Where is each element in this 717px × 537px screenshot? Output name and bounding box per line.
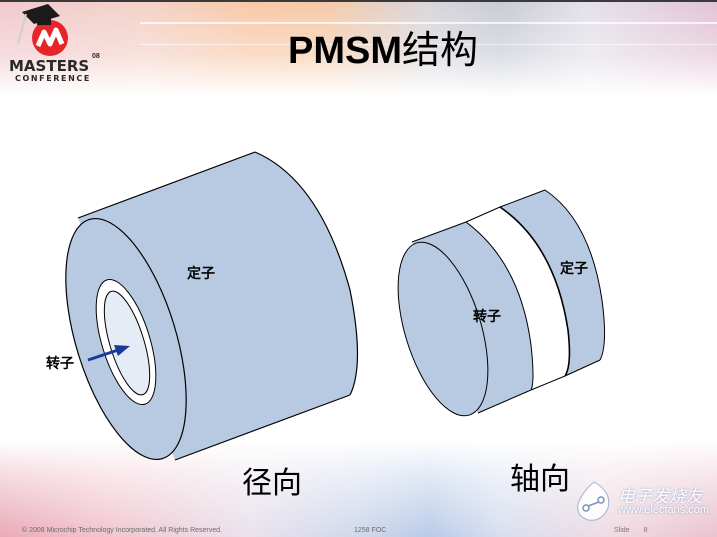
radial-stator-label: 定子 — [187, 266, 215, 282]
slide-title: PMSM结构 — [288, 28, 478, 73]
radial-motor-diagram — [65, 151, 359, 461]
slide-number: Slide 8 — [614, 527, 647, 534]
slide-number-value: 8 — [643, 527, 648, 534]
title-latin: PMSM — [288, 30, 402, 72]
masters-conference-logo: MASTERS 08 CONFERENCE — [4, 4, 104, 84]
course-code: 1258 FOC — [354, 527, 387, 534]
top-border — [0, 0, 717, 2]
axial-stator-label: 定子 — [560, 261, 588, 277]
watermark-url: www.elecfans.com — [618, 504, 710, 516]
logo-subtitle: CONFERENCE — [15, 74, 91, 83]
axial-caption: 轴向 — [510, 462, 570, 497]
slide-label: Slide — [614, 527, 630, 534]
axial-motor-diagram — [397, 189, 606, 417]
header-stripe — [140, 44, 717, 45]
radial-rotor-label: 转子 — [46, 356, 74, 372]
axial-rotor-label: 转子 — [473, 309, 501, 325]
title-cjk: 结构 — [402, 28, 479, 72]
watermark-cn: 电子发烧友 — [618, 487, 703, 506]
logo-year: 08 — [92, 53, 100, 60]
header-stripe — [140, 22, 717, 24]
copyright-text: © 2008 Microchip Technology Incorporated… — [22, 527, 222, 534]
circuit-logo-icon — [577, 481, 610, 521]
header-background — [0, 2, 717, 97]
elecfans-watermark: 电子发烧友 www.elecfans.com — [574, 478, 714, 528]
radial-caption: 径向 — [242, 466, 302, 501]
rotor-pointer-arrow — [87, 348, 119, 362]
logo-name: MASTERS — [9, 57, 90, 75]
graduation-cap-icon — [17, 4, 68, 56]
